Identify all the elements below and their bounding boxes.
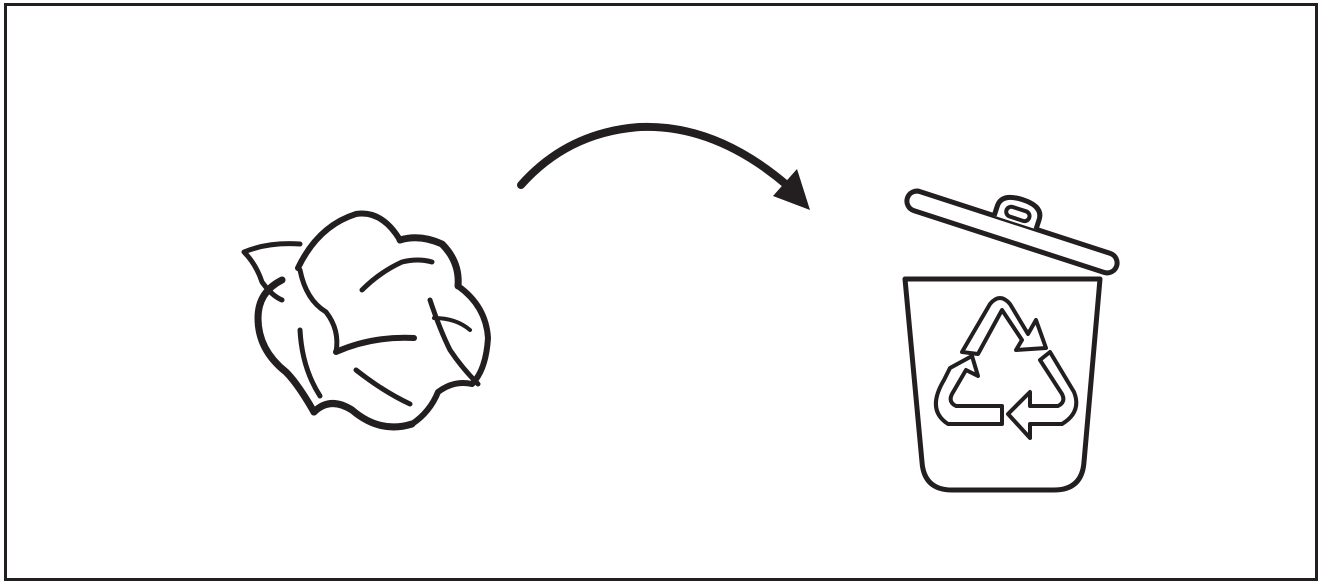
curved-arrow-icon [521,127,810,210]
recycle-bin-icon [904,166,1127,490]
crumpled-paper-icon [244,214,488,427]
